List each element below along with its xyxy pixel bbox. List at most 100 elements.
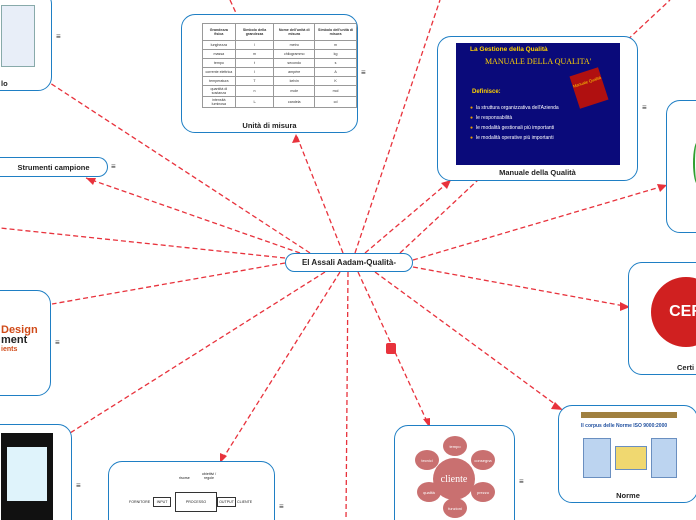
table-header: Simbolo della grandezza xyxy=(234,23,275,41)
table-cell: t xyxy=(234,58,275,68)
node-processo[interactable]: risorse obiettivi / regole FORNITORE INP… xyxy=(108,461,275,520)
table-cell: Iᵥ xyxy=(234,96,275,108)
table-cell: chilogrammo xyxy=(273,49,316,59)
node-top-left[interactable]: lo xyxy=(0,0,52,91)
slide-header: La Gestione della Qualità xyxy=(470,46,548,53)
process-label-obiettivi: obiettivi / regole xyxy=(201,472,217,480)
menu-icon[interactable]: ≡ xyxy=(76,481,81,490)
table-header: Simbolo dell'unità di misura xyxy=(314,23,357,41)
table-header: Nome dell'unità di misura xyxy=(273,23,316,41)
table-cell: l xyxy=(234,40,275,50)
link-cliente xyxy=(357,271,431,429)
thumbnail-image xyxy=(1,433,53,520)
node-right-upper[interactable] xyxy=(666,100,696,233)
node-bottom-left[interactable] xyxy=(0,424,72,520)
table-cell: mol xyxy=(314,85,357,97)
certified-stamp-icon: CER xyxy=(651,277,696,347)
node-cliente[interactable]: cliente tempo consegna prezzo qualità fu… xyxy=(394,425,515,520)
table-cell: cd xyxy=(314,96,357,108)
link-top-a xyxy=(229,0,237,14)
node-design[interactable]: Design ment ients xyxy=(0,290,51,396)
manuale-slide-image: La Gestione della Qualità MANUALE DELLA … xyxy=(456,43,620,165)
slide-definisce: Definisce: xyxy=(472,89,501,95)
link-strumenti xyxy=(85,177,301,254)
node-caption: lo xyxy=(1,79,8,88)
thumbnail-image xyxy=(1,5,35,67)
table-cell: intensità luminosa xyxy=(202,96,236,108)
menu-icon[interactable]: ≡ xyxy=(111,162,116,171)
slide-item: le responsabilità xyxy=(470,115,559,121)
design-text: Design ment ients xyxy=(1,325,38,355)
menu-icon[interactable]: ≡ xyxy=(361,68,366,77)
book-icon: Manuale Qualità xyxy=(569,67,609,109)
link-marker xyxy=(386,343,396,354)
menu-icon[interactable]: ≡ xyxy=(642,103,647,112)
node-caption: Norme xyxy=(616,491,640,500)
table-cell: corrente elettrica xyxy=(202,67,236,77)
node-manuale-qualita[interactable]: La Gestione della Qualità MANUALE DELLA … xyxy=(437,36,638,181)
link-bottomleft xyxy=(69,271,326,434)
cliente-petal: tecnici xyxy=(415,450,439,470)
norme-banner xyxy=(581,412,677,418)
menu-icon[interactable]: ≡ xyxy=(279,502,284,511)
node-norme[interactable]: Il corpus delle Norme ISO 9000:2000 Norm… xyxy=(558,405,696,503)
table-header: Grandezza fisica xyxy=(202,23,236,41)
link-bottom xyxy=(345,271,349,520)
cliente-petal: tempo xyxy=(443,436,467,456)
table-cell: secondo xyxy=(273,58,316,68)
green-arc-icon xyxy=(693,141,696,185)
slide-title: MANUALE DELLA QUALITA' xyxy=(484,57,592,66)
link-manuale xyxy=(364,179,452,254)
process-input: INPUT xyxy=(153,497,171,507)
table-cell: m xyxy=(314,40,357,50)
table-cell: kelvin xyxy=(273,76,316,86)
link-right-upper xyxy=(412,184,668,261)
link-unita xyxy=(295,133,344,254)
table-cell: massa xyxy=(202,49,236,59)
link-design xyxy=(51,262,286,305)
process-fornitore: FORNITORE xyxy=(129,500,151,504)
central-topic[interactable]: El Assali Aadam-Qualità- xyxy=(285,253,413,272)
process-cliente: CLIENTE xyxy=(237,500,253,504)
node-caption: Unità di misura xyxy=(242,121,297,130)
node-strumenti-campione[interactable]: Strumenti campione xyxy=(0,157,108,177)
link-left-mid xyxy=(0,227,286,259)
table-cell: candela xyxy=(273,96,316,108)
table-cell: I xyxy=(234,67,275,77)
link-processo xyxy=(219,271,341,464)
cliente-petal: qualità xyxy=(417,482,441,502)
norme-box xyxy=(583,438,611,478)
menu-icon[interactable]: ≡ xyxy=(519,477,524,486)
table-cell: A xyxy=(314,67,357,77)
node-caption: Certi xyxy=(677,363,695,372)
menu-icon[interactable]: ≡ xyxy=(56,32,61,41)
table-cell: mole xyxy=(273,85,316,97)
norme-box xyxy=(615,446,647,470)
table-cell: m xyxy=(234,49,275,59)
table-cell: tempo xyxy=(202,58,236,68)
menu-icon[interactable]: ≡ xyxy=(55,338,60,347)
design-line: ment xyxy=(1,334,28,346)
table-cell: metro xyxy=(273,40,316,50)
node-certificazione[interactable]: CER Certi xyxy=(628,262,696,375)
slide-item: le modalità gestionali più importanti xyxy=(470,125,559,131)
slide-items: la struttura organizzativa dell'Azienda … xyxy=(470,105,559,145)
table-cell: quantità di sostanza xyxy=(202,85,236,97)
process-label-risorse: risorse xyxy=(179,476,190,480)
link-topleft xyxy=(49,82,311,254)
table-cell: s xyxy=(314,58,357,68)
table-cell: kg xyxy=(314,49,357,59)
process-output: OUTPUT xyxy=(217,497,236,507)
cliente-petal: prezzo xyxy=(471,482,495,502)
table-cell: K xyxy=(314,76,357,86)
table-cell: lunghezza xyxy=(202,40,236,50)
